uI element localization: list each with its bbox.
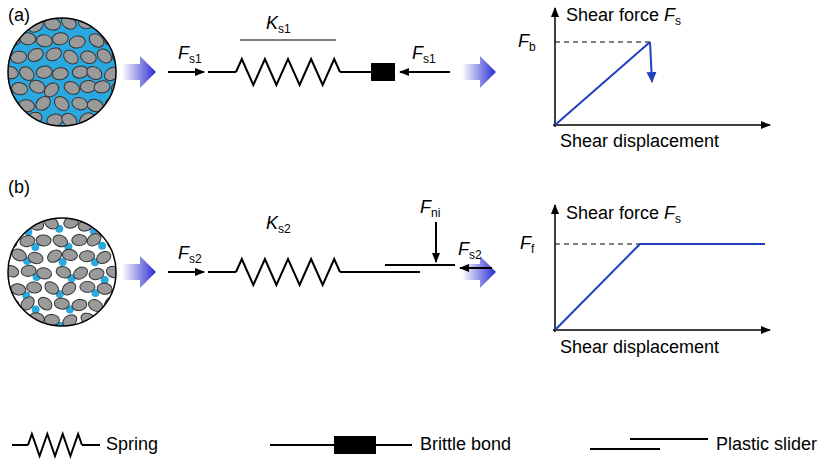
bonded-grains xyxy=(0,13,131,131)
force-label: Fs2 xyxy=(178,244,202,264)
force-label: Fs2 xyxy=(458,240,482,260)
force-label: Fs1 xyxy=(178,44,202,64)
axis-title: Shear force Fs xyxy=(566,204,681,224)
legend-samples xyxy=(12,434,708,456)
graph-a xyxy=(553,8,770,127)
axis-title: Shear displacement xyxy=(560,338,719,358)
stiffness-label: Ks1 xyxy=(266,14,291,34)
legend-text: Spring xyxy=(106,434,158,455)
axis-title: Shear displacement xyxy=(560,132,719,152)
axis-title: Shear force Fs xyxy=(566,6,681,26)
model-a xyxy=(168,40,450,85)
legend-text: Plastic slider xyxy=(716,434,817,455)
panel-label: (b) xyxy=(8,178,30,198)
bond-strength: Fb xyxy=(518,32,536,52)
unbonded-grains xyxy=(1,214,135,331)
normal-force-label: Fni xyxy=(420,198,440,218)
friction-strength: Ff xyxy=(520,234,534,254)
graph-b xyxy=(553,205,770,332)
panel-label: (a) xyxy=(8,6,30,26)
block-arrow xyxy=(122,56,496,288)
force-label: Fs1 xyxy=(412,44,436,64)
model-b xyxy=(168,222,492,285)
legend-text: Brittle bond xyxy=(420,434,511,455)
stiffness-label: Ks2 xyxy=(266,214,291,234)
